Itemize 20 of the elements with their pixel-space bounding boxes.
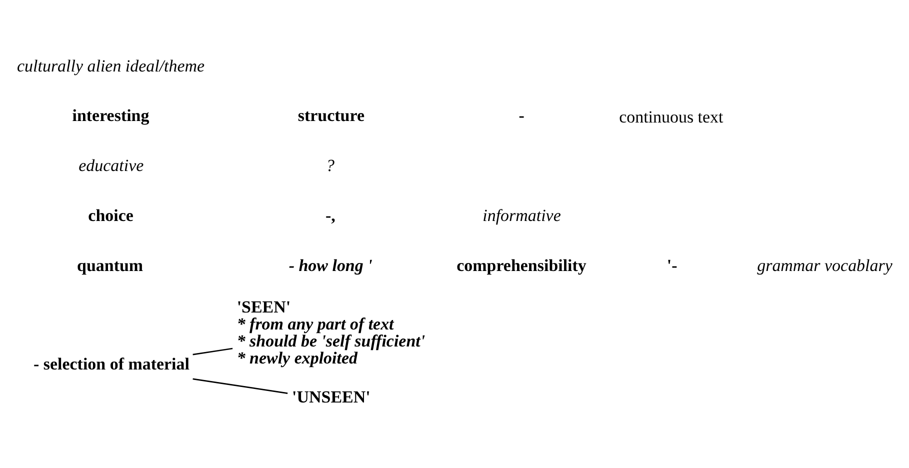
label: -, [325, 206, 336, 226]
connector [192, 348, 233, 356]
label: '- [666, 256, 678, 275]
label: grammar vocablary [757, 256, 892, 275]
label: choice [88, 206, 134, 226]
label: ? [326, 156, 335, 176]
node-text: - selection of material [33, 354, 190, 374]
connector [192, 378, 288, 394]
label: interesting [72, 106, 150, 126]
label: comprehensibility [456, 256, 586, 275]
label: - how long ' [288, 256, 372, 275]
node-text: 'SEEN' * from any part of text * should be 'self sufficient' * newly exploited [236, 297, 426, 368]
label: informative [482, 206, 561, 226]
label: - [518, 106, 524, 126]
label: educative [78, 156, 144, 176]
label: culturally alien ideal/theme [17, 56, 205, 76]
label: continuous text [619, 107, 724, 126]
label: quantum [77, 256, 144, 275]
node-text: 'UNSEEN' [292, 388, 370, 407]
label: structure [298, 106, 364, 126]
